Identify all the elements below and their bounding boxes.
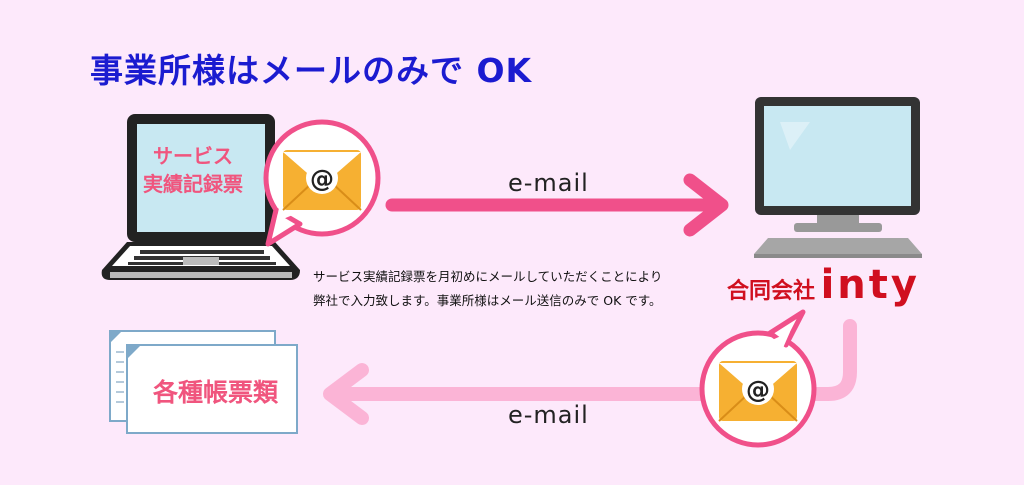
email-bubble-bottom: @ xyxy=(699,309,817,448)
laptop-icon xyxy=(101,114,301,280)
arrow-left xyxy=(323,319,857,425)
arrow-right xyxy=(385,173,729,237)
laptop-screen-line2: 実績記録票 xyxy=(143,172,243,196)
description-line2: 弊社で入力致します。事業所様はメール送信のみで OK です。 xyxy=(313,293,662,308)
company-name-jp: 合同会社 xyxy=(727,279,816,304)
description-line1: サービス実績記録票を月初めにメールしていただくことにより xyxy=(313,269,663,284)
document-stack-icon xyxy=(109,330,298,434)
email-bubble-top: @ xyxy=(263,119,381,247)
email-envelope-icon: @ xyxy=(282,150,362,211)
forms-label: 各種帳票類 xyxy=(152,378,278,407)
arrow-top-label: e-mail xyxy=(508,169,589,197)
svg-text:@: @ xyxy=(310,165,334,193)
email-envelope-icon: @ xyxy=(718,361,798,422)
laptop-screen-line1: サービス xyxy=(153,144,233,168)
svg-text:@: @ xyxy=(746,376,770,404)
page-title: 事業所様はメールのみで OK xyxy=(90,51,533,90)
desktop-computer-icon xyxy=(754,97,922,258)
arrow-bottom-label: e-mail xyxy=(508,401,589,429)
company-name: 合同会社 inty xyxy=(727,262,920,308)
company-name-en: inty xyxy=(820,262,920,308)
